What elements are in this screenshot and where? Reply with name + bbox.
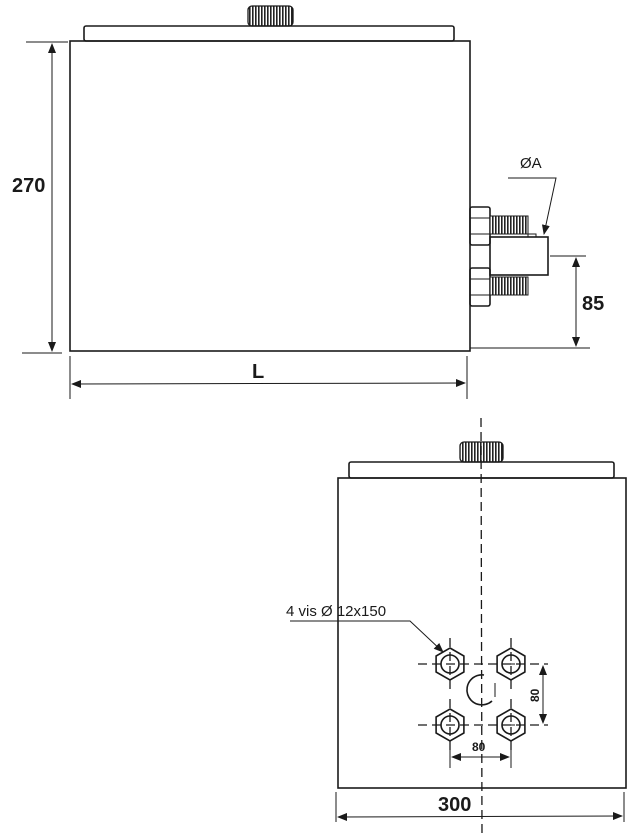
screw-note-leader: [290, 620, 444, 653]
width-dimension-line: [337, 812, 623, 821]
vertical-spacing-label: 80: [528, 688, 542, 702]
terminal-assembly: [469, 206, 549, 307]
front-view: 80 80 4 vis Ø 12x150 300: [286, 417, 627, 836]
hex-nut-icon: [435, 638, 465, 690]
terminal-height-label: 85: [582, 293, 604, 315]
hex-nut-icon: [496, 638, 526, 690]
side-knob: [247, 5, 294, 27]
center-hole: [466, 674, 493, 706]
center-line: [480, 417, 483, 836]
horizontal-spacing-label: 80: [472, 740, 486, 754]
diameter-leader: [508, 177, 557, 235]
length-dimension-line: [71, 379, 466, 388]
side-lid: [83, 25, 455, 42]
length-label: L: [252, 361, 264, 383]
side-body: [69, 40, 471, 352]
width-label: 300: [438, 794, 471, 816]
side-view: 270 L ØA 85: [10, 5, 604, 399]
height-label: 270: [12, 175, 45, 197]
screw-note: 4 vis Ø 12x150: [286, 603, 386, 620]
diameter-label: ØA: [520, 155, 542, 172]
